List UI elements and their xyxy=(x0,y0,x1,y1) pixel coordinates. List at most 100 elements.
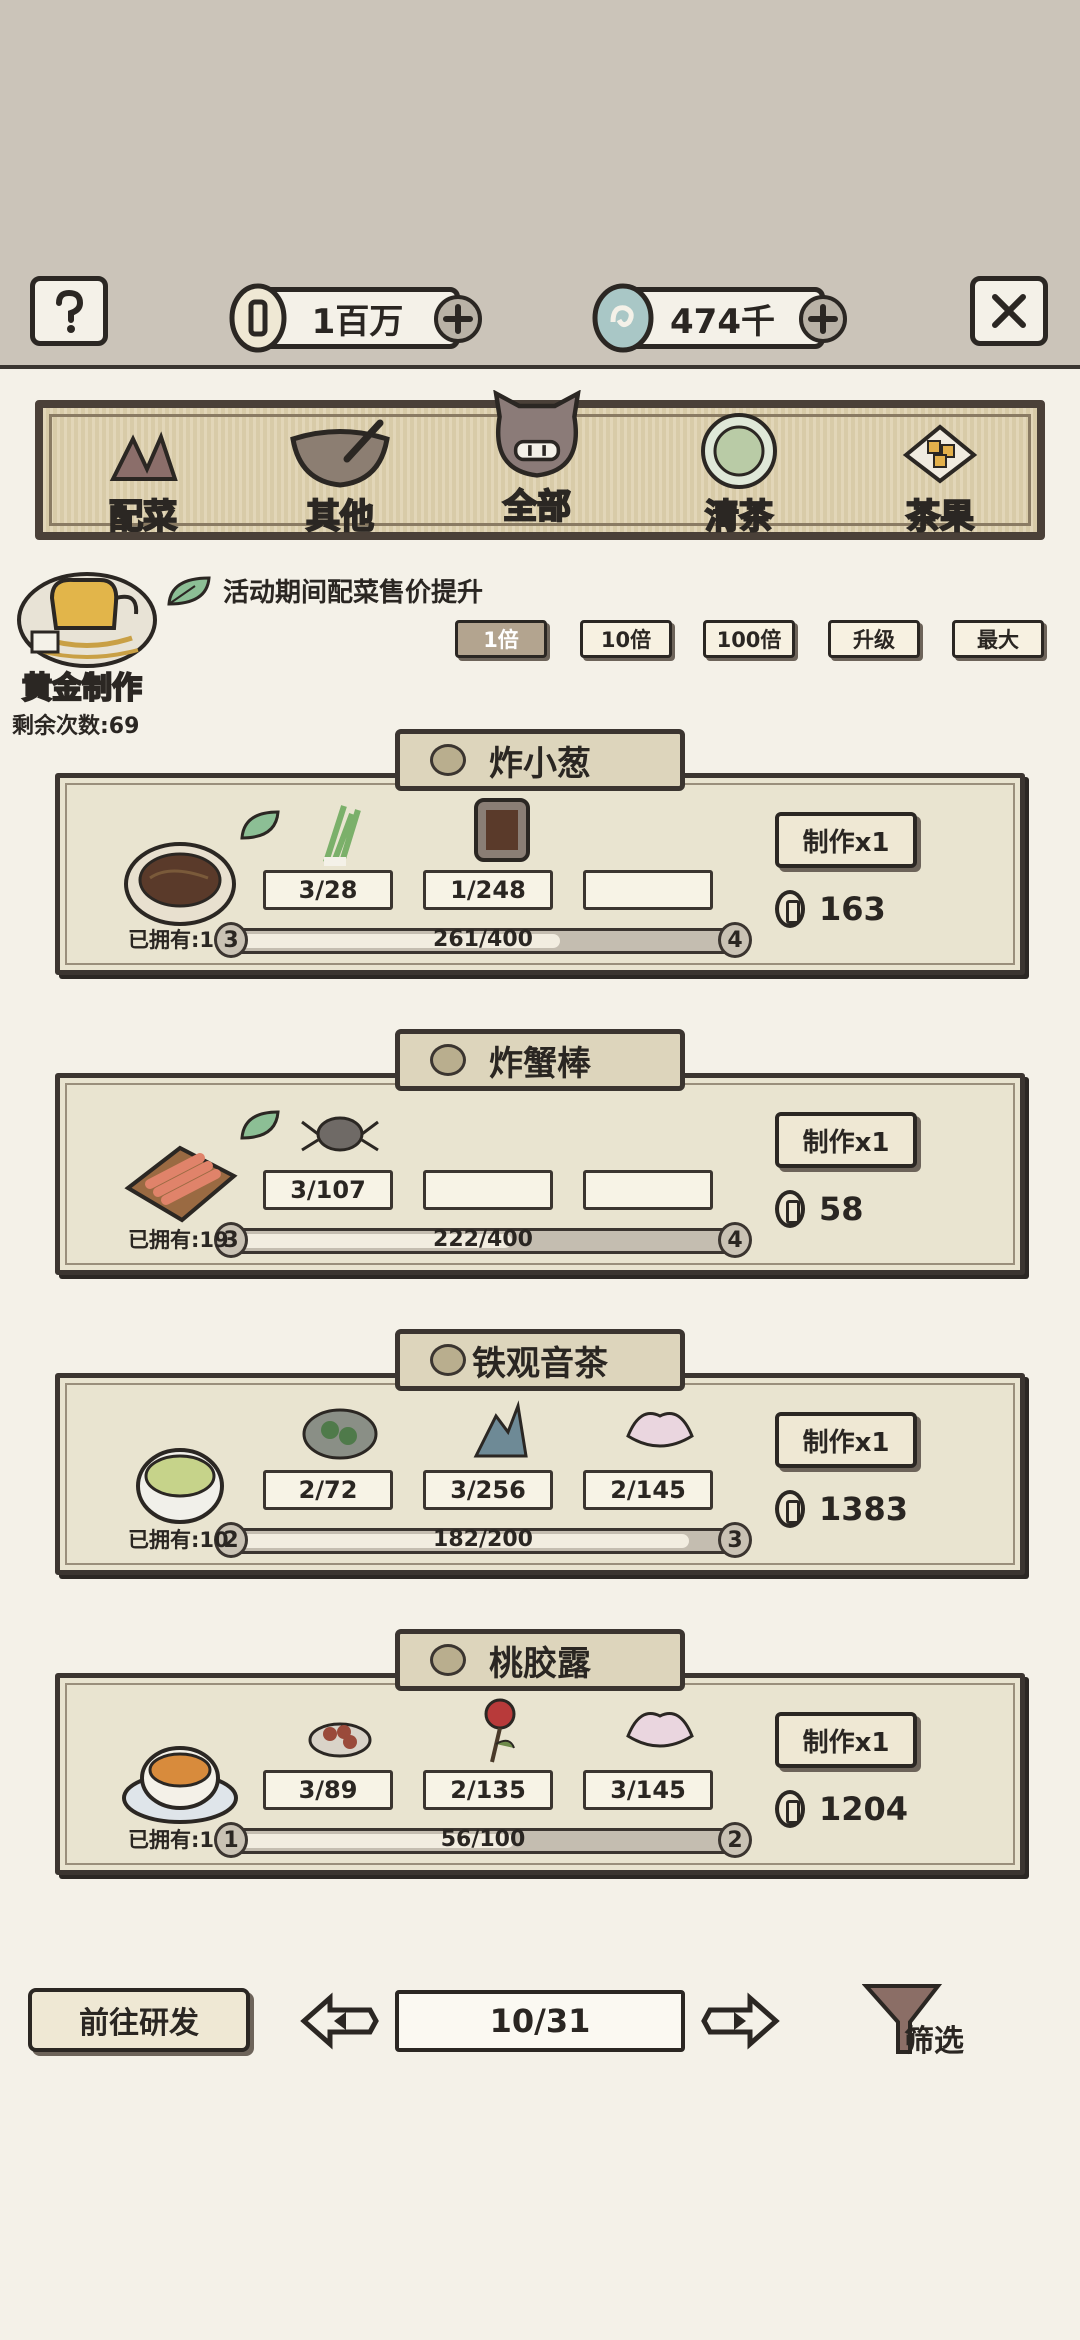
golden-teapot-icon[interactable] xyxy=(12,558,162,668)
recipe-name: 铁观音茶 xyxy=(472,1343,608,1384)
leaf-icon xyxy=(167,575,211,606)
ingredient-count: 3/107 xyxy=(290,1176,366,1204)
progress-fill xyxy=(234,1834,514,1848)
add-coins-icon[interactable] xyxy=(431,292,485,346)
upgrade-button[interactable]: 升级 xyxy=(828,620,920,658)
ingredient-slot[interactable]: 3/28 xyxy=(263,870,393,910)
recipe-name: 桃胶露 xyxy=(489,1643,591,1684)
title-coin-icon xyxy=(430,744,466,776)
coin-icon xyxy=(775,890,805,928)
ingredient-icon xyxy=(626,1412,694,1448)
previous-page-arrow-icon[interactable] xyxy=(300,1990,380,2052)
next-page-arrow-icon[interactable] xyxy=(700,1990,780,2052)
mortar-icon xyxy=(290,419,390,488)
ingredient-count: 3/145 xyxy=(610,1776,686,1804)
category-tea-snack[interactable]: 茶果 xyxy=(865,400,1015,540)
coin-icon xyxy=(229,283,287,353)
recipe-card: 3/107 222/400 3 4 已拥有:19 xyxy=(55,1073,1025,1275)
ingredient-icon xyxy=(473,1400,528,1458)
current-level: 3 xyxy=(214,1222,248,1258)
remaining-count: 剩余次数:69 xyxy=(12,714,140,739)
progress-text: 182/200 xyxy=(433,1527,533,1552)
price-value: 1383 xyxy=(819,1490,909,1528)
multiplier-100x-button[interactable]: 100倍 xyxy=(703,620,795,658)
ingredient-slot[interactable]: 2/135 xyxy=(423,1770,553,1810)
multiplier-10x-button[interactable]: 10倍 xyxy=(580,620,672,658)
ingredient-slot[interactable] xyxy=(583,870,713,910)
make-button[interactable]: 制作x1 xyxy=(775,812,917,868)
ingredient-slot[interactable] xyxy=(423,1170,553,1210)
ingredient-icon xyxy=(474,798,530,862)
help-button[interactable] xyxy=(30,276,108,346)
ingredient-slot[interactable]: 3/145 xyxy=(583,1770,713,1810)
event-notice: 活动期间配菜售价提升 xyxy=(165,572,483,609)
sell-price: 1383 xyxy=(775,1490,945,1528)
category-label: 茶果 xyxy=(905,496,975,538)
recipe-title: 桃胶露 xyxy=(395,1629,685,1691)
ingredient-slot[interactable] xyxy=(583,1170,713,1210)
level-progress-bar: 261/400 3 4 xyxy=(214,922,752,958)
make-button[interactable]: 制作x1 xyxy=(775,1112,917,1168)
ingredient-icon xyxy=(484,1698,516,1763)
dish-icon xyxy=(122,1746,238,1824)
ingredient-count: 2/72 xyxy=(298,1476,358,1504)
progress-fill xyxy=(234,1534,689,1548)
category-side-dish[interactable]: 配菜 xyxy=(68,400,218,540)
ingredient-slot[interactable]: 3/89 xyxy=(263,1770,393,1810)
sell-price: 1204 xyxy=(775,1790,945,1828)
current-level: 2 xyxy=(214,1522,248,1558)
ingredient-slot[interactable]: 3/256 xyxy=(423,1470,553,1510)
ingredient-icon xyxy=(455,1096,545,1166)
current-level: 1 xyxy=(214,1822,248,1858)
ingredient-icon xyxy=(301,1116,379,1152)
gem-counter: 474千 xyxy=(592,283,847,353)
coin-icon xyxy=(775,1490,805,1528)
multiplier-1x-button[interactable]: 1倍 xyxy=(455,620,547,658)
title-coin-icon xyxy=(430,1644,466,1676)
recipe-card: 2/72 3/256 2/145 182/200 2 3 已拥有 xyxy=(55,1373,1025,1575)
sell-price: 163 xyxy=(775,890,945,928)
price-value: 1204 xyxy=(819,1790,909,1828)
make-button[interactable]: 制作x1 xyxy=(775,1412,917,1468)
go-research-button[interactable]: 前往研发 xyxy=(28,1988,250,2052)
ingredient-icon xyxy=(615,796,705,866)
recipe-card: 3/89 2/135 3/145 56/100 1 2 已拥有: xyxy=(55,1673,1025,1875)
leaf-bonus-icon xyxy=(240,810,280,840)
filter-label[interactable]: 筛选 xyxy=(904,2024,964,2059)
ingredient-slot[interactable]: 2/145 xyxy=(583,1470,713,1510)
tea-snack-icon xyxy=(902,424,978,484)
tea-bowl-icon xyxy=(701,413,777,489)
event-text: 活动期间配菜售价提升 xyxy=(223,578,484,608)
level-progress-bar: 182/200 2 3 xyxy=(214,1522,752,1558)
progress-fill xyxy=(234,1234,512,1248)
gem-amount: 474千 xyxy=(670,301,775,342)
category-all[interactable]: 全部 xyxy=(462,390,612,530)
category-clear-tea[interactable]: 清茶 xyxy=(664,400,814,540)
recipe-title: 炸蟹棒 xyxy=(395,1029,685,1091)
category-label: 全部 xyxy=(502,486,572,528)
recipe-name: 炸蟹棒 xyxy=(489,1043,591,1084)
category-other[interactable]: 其他 xyxy=(265,400,415,540)
next-level: 4 xyxy=(718,922,752,958)
max-button[interactable]: 最大 xyxy=(952,620,1044,658)
add-gems-icon[interactable] xyxy=(796,292,850,346)
owned-count: 已拥有:1 xyxy=(128,1828,215,1852)
ingredient-count: 1/248 xyxy=(450,876,526,904)
coin-icon xyxy=(775,1190,805,1228)
ingredient-count: 3/89 xyxy=(298,1776,358,1804)
category-label: 配菜 xyxy=(108,496,178,538)
filter-funnel-icon[interactable] xyxy=(862,1980,972,2060)
recipe-name: 炸小葱 xyxy=(489,743,591,784)
ingredient-slot[interactable]: 2/72 xyxy=(263,1470,393,1510)
leaf-bonus-icon xyxy=(240,1110,280,1140)
make-button[interactable]: 制作x1 xyxy=(775,1712,917,1768)
next-level: 4 xyxy=(718,1222,752,1258)
next-level: 3 xyxy=(718,1522,752,1558)
ingredient-slot[interactable]: 3/107 xyxy=(263,1170,393,1210)
ingredient-slot[interactable]: 1/248 xyxy=(423,870,553,910)
close-button[interactable] xyxy=(970,276,1048,346)
progress-text: 56/100 xyxy=(440,1827,526,1852)
ingredient-icon xyxy=(308,1722,372,1758)
progress-text: 222/400 xyxy=(433,1227,533,1252)
recipe-card: 3/28 1/248 261/400 3 4 已拥有:1 xyxy=(55,773,1025,975)
